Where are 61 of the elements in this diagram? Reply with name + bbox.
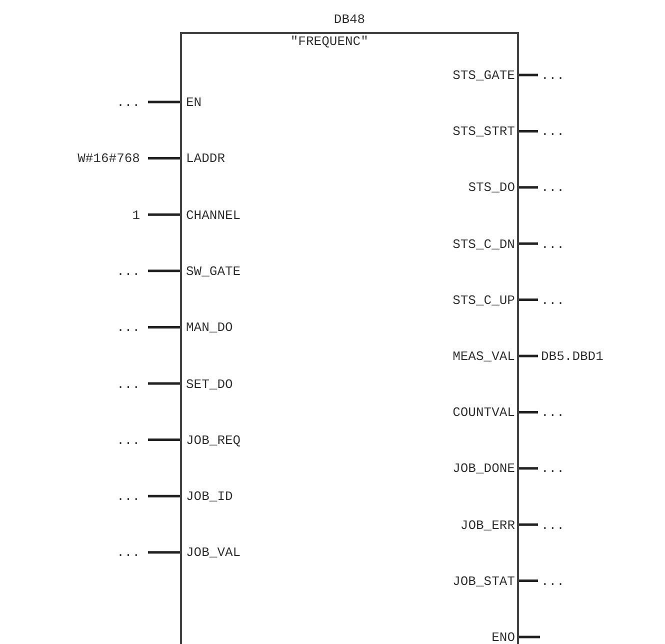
operand-value: ... bbox=[116, 489, 148, 504]
connection-line bbox=[518, 580, 538, 582]
pin-name: SW_GATE bbox=[184, 264, 241, 279]
pin-name: JOB_DONE bbox=[452, 461, 517, 476]
operand-value: ... bbox=[538, 292, 564, 308]
pin-name: CHANNEL bbox=[184, 208, 241, 223]
pin-name: COUNTVAL bbox=[452, 405, 517, 420]
pin-name: ENO bbox=[492, 630, 517, 644]
connection-line bbox=[148, 157, 181, 160]
connection-line bbox=[518, 186, 538, 189]
pin-name: MEAS_VAL bbox=[452, 349, 517, 364]
operand-value: ... bbox=[116, 545, 148, 560]
operand-value: ... bbox=[116, 264, 148, 279]
connection-line bbox=[148, 326, 181, 328]
pin-name: JOB_ID bbox=[184, 489, 233, 504]
pin-name: JOB_STAT bbox=[452, 574, 517, 589]
operand-value: DB5.DBD1 bbox=[538, 349, 604, 364]
operand-value: ... bbox=[116, 432, 148, 448]
pin-name: JOB_ERR bbox=[460, 518, 517, 533]
operand-value: ... bbox=[538, 461, 564, 476]
pin-name: STS_C_DN bbox=[452, 236, 517, 252]
connection-line bbox=[148, 551, 181, 554]
connection-line bbox=[518, 523, 538, 526]
operand-value: ... bbox=[116, 320, 148, 336]
operand-value: W#16#768 bbox=[78, 151, 148, 166]
connection-line bbox=[148, 270, 181, 272]
pin-name: SET_DO bbox=[184, 376, 233, 392]
operand-value: ... bbox=[538, 124, 564, 140]
operand-value: ... bbox=[538, 68, 564, 83]
operand-value: ... bbox=[538, 518, 564, 533]
connection-line bbox=[518, 410, 538, 414]
operand-value: 1 bbox=[132, 208, 148, 223]
connection-line bbox=[518, 636, 540, 638]
operand-value: ... bbox=[538, 405, 564, 420]
connection-line bbox=[518, 74, 538, 76]
operand-value: ... bbox=[538, 180, 564, 196]
operand-value: ... bbox=[116, 376, 148, 392]
block-number: DB48 bbox=[334, 12, 366, 27]
pin-name: JOB_REQ bbox=[184, 432, 241, 448]
pin-name: STS_C_UP bbox=[452, 292, 517, 308]
connection-line bbox=[518, 467, 538, 470]
pin-name: STS_STRT bbox=[452, 124, 517, 140]
connection-line bbox=[518, 130, 538, 132]
operand-value: ... bbox=[116, 95, 148, 110]
pin-name: STS_DO bbox=[468, 180, 517, 196]
connection-line bbox=[148, 213, 181, 216]
pin-name: MAN_DO bbox=[184, 320, 233, 336]
connection-line bbox=[518, 242, 538, 245]
connection-line bbox=[148, 438, 181, 442]
connection-line bbox=[148, 382, 181, 385]
operand-value: ... bbox=[538, 236, 564, 252]
pin-name: STS_GATE bbox=[452, 68, 517, 83]
connection-line bbox=[518, 298, 538, 302]
pin-name: JOB_VAL bbox=[184, 545, 241, 560]
block-name: "FREQUENC" bbox=[290, 34, 368, 49]
pin-name: LADDR bbox=[184, 151, 226, 166]
connection-line bbox=[518, 354, 538, 358]
connection-line bbox=[148, 100, 181, 104]
connection-line bbox=[148, 494, 181, 498]
operand-value: ... bbox=[538, 574, 564, 589]
pin-name: EN bbox=[184, 95, 202, 110]
